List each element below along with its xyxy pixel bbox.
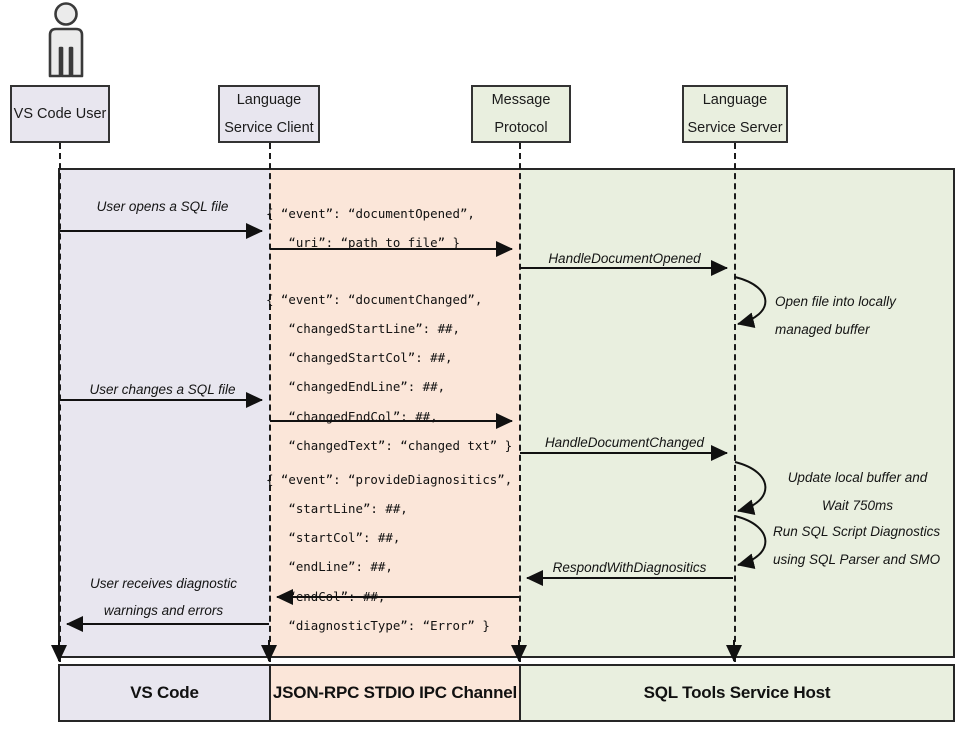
note-update-buffer-line2: Wait 750ms — [821, 498, 894, 514]
participant-language-service-server[interactable]: Language Service Server — [682, 85, 788, 143]
lifeline-language-service-client — [269, 143, 271, 662]
message-label-handle-document-changed: HandleDocumentChanged — [544, 435, 705, 450]
note-update-buffer: Update local buffer and Wait 750ms — [775, 464, 940, 521]
footer-label-vs-code: VS Code — [130, 683, 199, 702]
note-open-file-line2: managed buffer — [775, 322, 870, 338]
participant-label-line1: Language — [702, 91, 768, 108]
note-run-diagnostics: Run SQL Script Diagnostics using SQL Par… — [773, 518, 940, 575]
message-label-user-receives-line1: User receives diagnostic — [89, 576, 238, 591]
person-icon — [38, 2, 94, 78]
note-run-diagnostics-line2: using SQL Parser and SMO — [773, 552, 941, 568]
note-run-diagnostics-line1: Run SQL Script Diagnostics — [773, 524, 941, 539]
participant-label-line1: VS Code User — [13, 105, 107, 122]
footer-label-json-rpc: JSON-RPC STDIO IPC Channel — [272, 683, 518, 702]
participant-vs-code-user[interactable]: VS Code User — [10, 85, 110, 143]
footer-label-sql-tools: SQL Tools Service Host — [643, 683, 831, 702]
band-sql-tools — [520, 168, 955, 658]
lifeline-language-service-server — [734, 143, 736, 662]
message-label-user-changes: User changes a SQL file — [89, 382, 236, 397]
participant-label-line2: Service Client — [224, 120, 314, 136]
message-label-user-receives-line2: warnings and errors — [103, 603, 224, 618]
message-label-user-receives: User receives diagnostic warnings and er… — [62, 570, 265, 624]
json-payload-document-changed: { “event”: “documentChanged”, “changedSt… — [266, 292, 513, 453]
message-label-handle-document-opened: HandleDocumentOpened — [548, 251, 701, 266]
lifeline-vs-code-user — [59, 143, 61, 662]
json-payload-document-opened: { “event”: “documentOpened”, “uri”: “pat… — [266, 206, 475, 251]
json-payload-provide-diagnostics: { “event”: “provideDiagnositics”, “start… — [266, 472, 513, 633]
participant-label-line1: Language — [236, 91, 302, 108]
participant-label-line2: Service Server — [687, 120, 783, 136]
band-vs-code — [58, 168, 270, 658]
footer-cell-vs-code: VS Code — [58, 664, 271, 722]
note-update-buffer-line1: Update local buffer and — [787, 470, 928, 485]
participant-label-line2: Protocol — [494, 120, 548, 136]
participant-language-service-client[interactable]: Language Service Client — [218, 85, 320, 143]
footer-cell-json-rpc: JSON-RPC STDIO IPC Channel — [269, 664, 521, 722]
message-label-respond-with-diagnostics: RespondWithDiagnositics — [552, 560, 707, 575]
note-open-file: Open file into locally managed buffer — [775, 288, 896, 345]
participant-message-protocol[interactable]: Message Protocol — [471, 85, 571, 143]
participant-label-line1: Message — [491, 91, 551, 108]
note-open-file-line1: Open file into locally — [775, 294, 896, 309]
footer-cell-sql-tools: SQL Tools Service Host — [519, 664, 955, 722]
message-label-user-opens: User opens a SQL file — [96, 199, 229, 214]
lifeline-message-protocol — [519, 143, 521, 662]
